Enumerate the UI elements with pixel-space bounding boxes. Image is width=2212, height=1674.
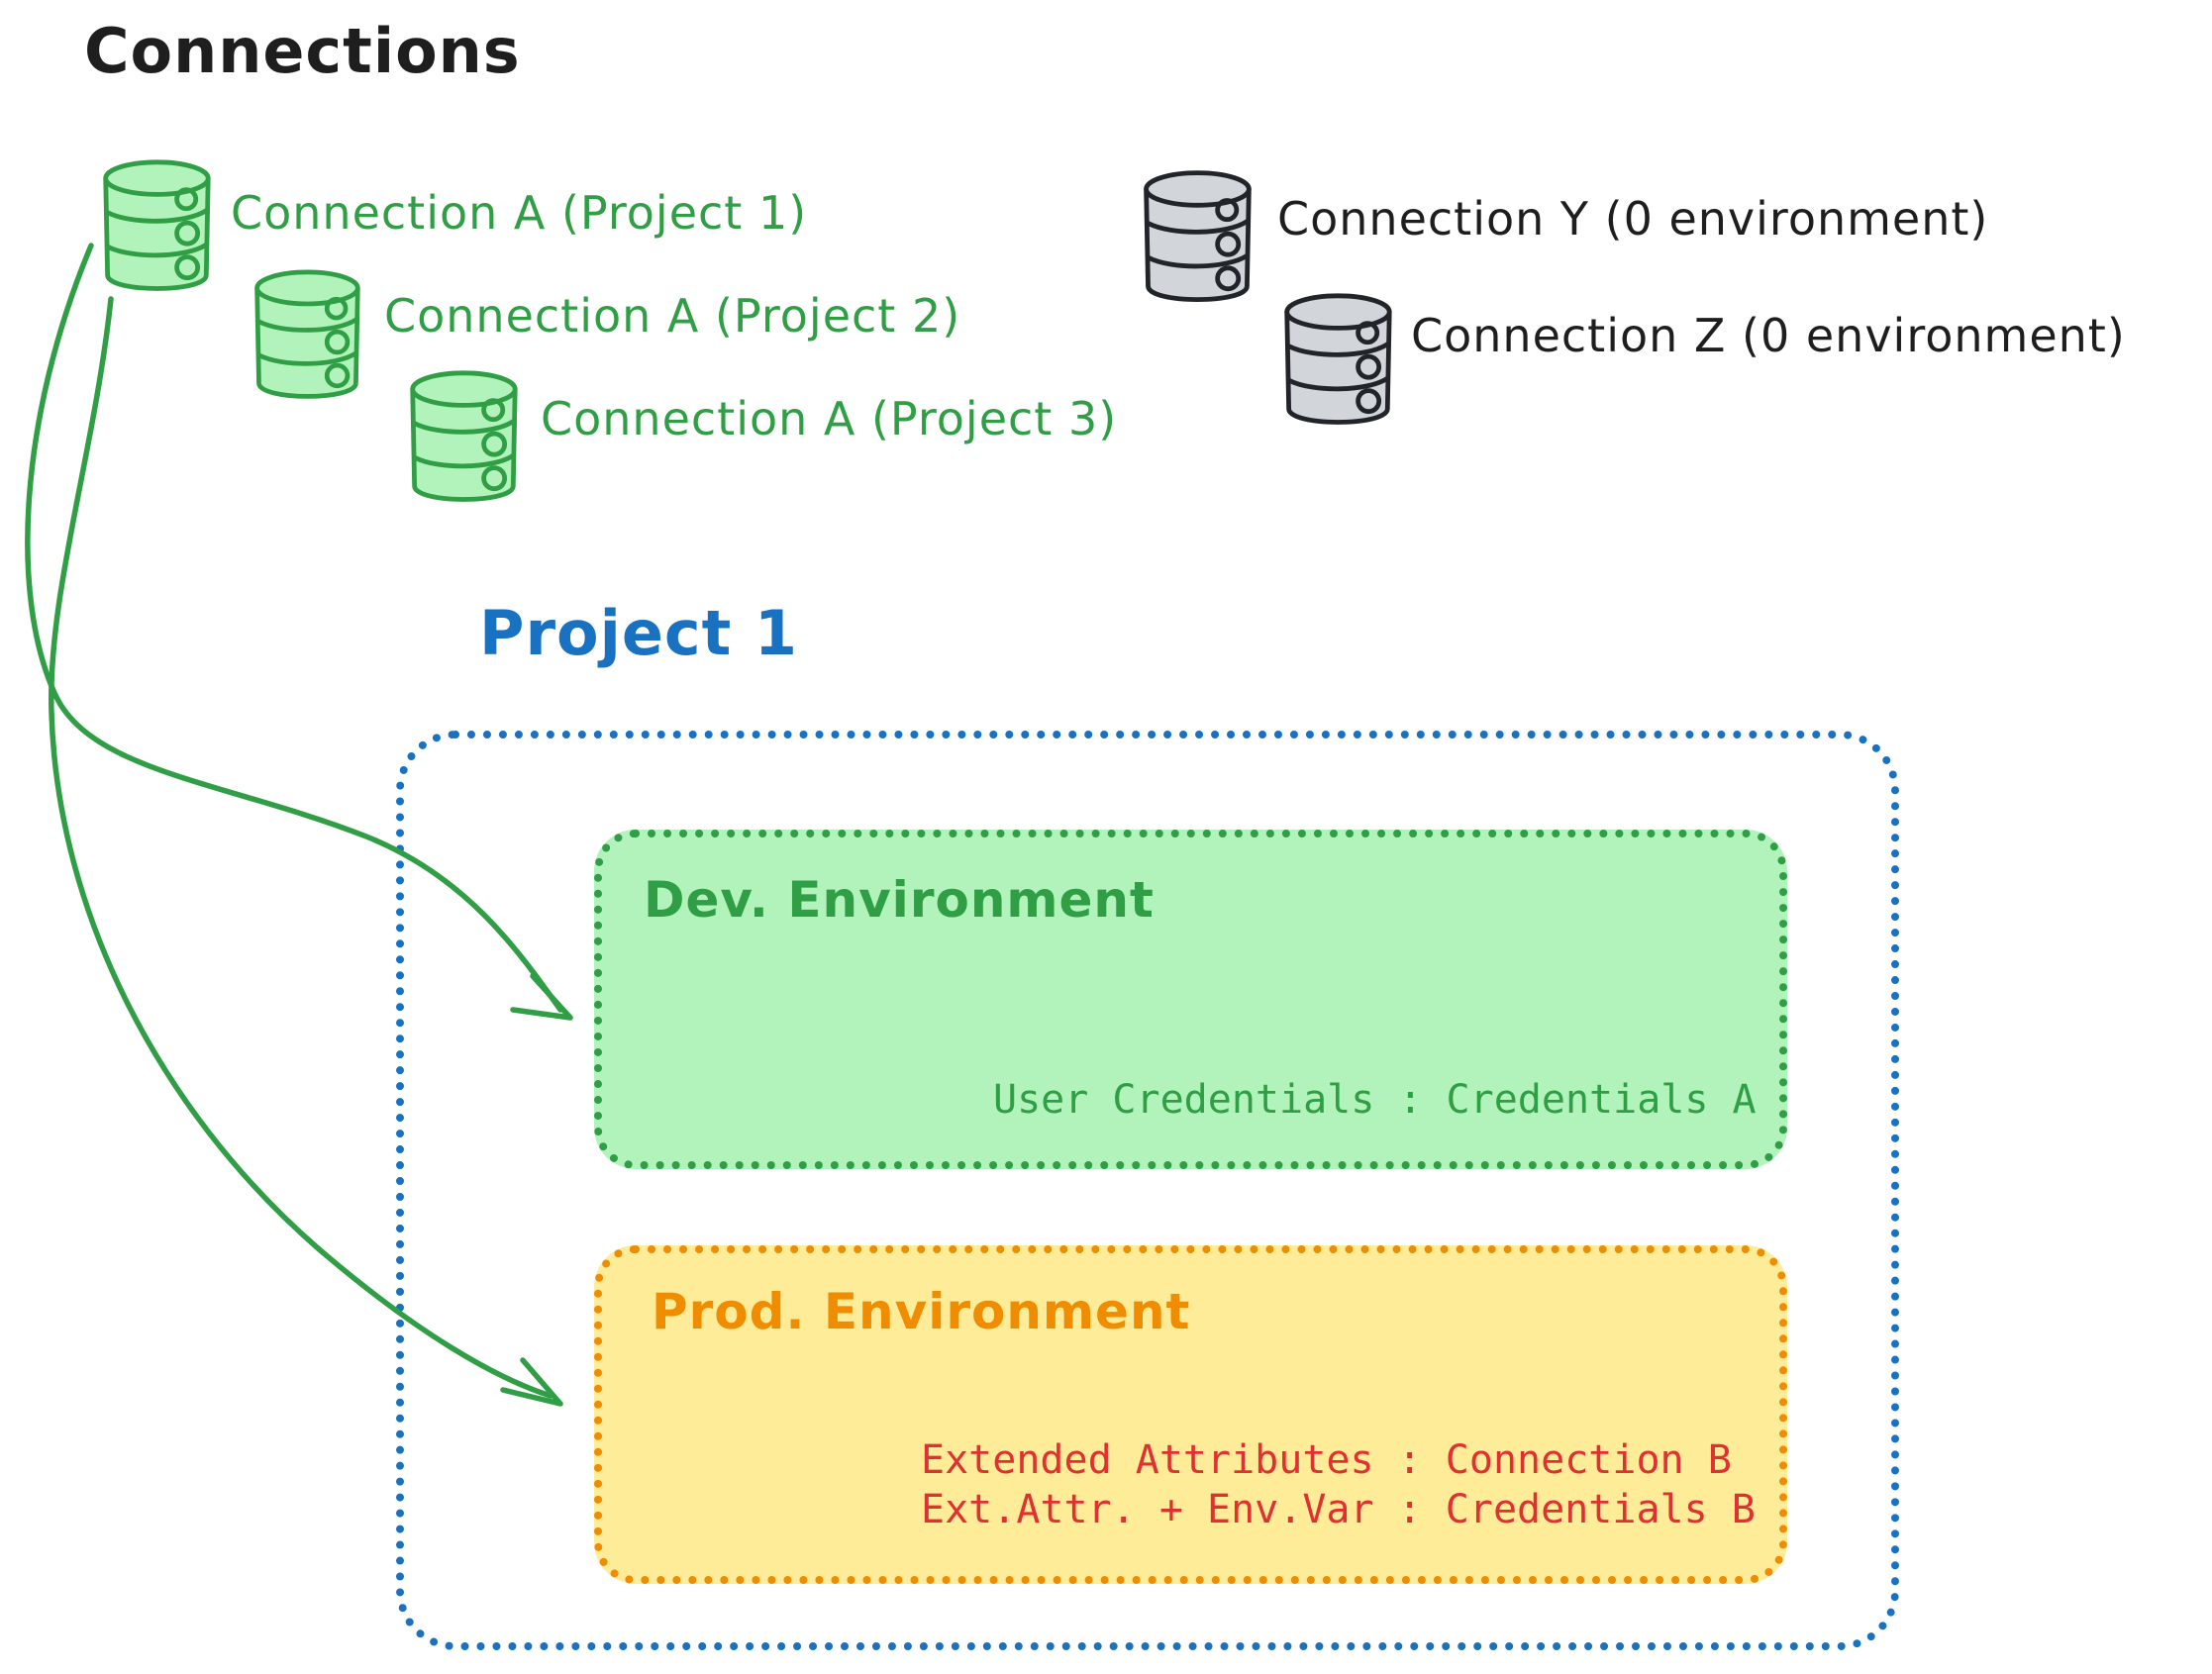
database-icon-connection-y	[1144, 170, 1252, 303]
database-icon-connection-a-project-2	[254, 269, 360, 399]
prod-mappings: Extended Attributes : Connection B Ext.A…	[921, 1435, 1756, 1534]
diagram-title: Connections	[84, 15, 521, 87]
prod-environment-box	[594, 1245, 1787, 1584]
database-icon-connection-z	[1284, 293, 1392, 425]
prod-mapping-extended-attributes: Extended Attributes : Connection B	[921, 1437, 1732, 1483]
dev-environment-box	[594, 830, 1787, 1169]
connection-y-label: Connection Y (0 environment)	[1277, 192, 1989, 246]
prod-environment-title: Prod. Environment	[652, 1283, 1191, 1340]
prod-mapping-env-var: Ext.Attr. + Env.Var : Credentials B	[921, 1487, 1756, 1532]
dev-environment-title: Dev. Environment	[644, 871, 1155, 929]
connection-a-project-2-label: Connection A (Project 2)	[384, 289, 961, 343]
project-1-title: Project 1	[479, 597, 799, 669]
connection-a-project-3-label: Connection A (Project 3)	[541, 392, 1118, 445]
connection-z-label: Connection Z (0 environment)	[1411, 309, 2126, 362]
database-icon-connection-a-project-1	[103, 159, 211, 291]
dev-credentials-mapping: User Credentials : Credentials A	[993, 1077, 1757, 1123]
database-icon-connection-a-project-3	[410, 370, 518, 502]
connection-a-project-1-label: Connection A (Project 1)	[231, 186, 808, 240]
